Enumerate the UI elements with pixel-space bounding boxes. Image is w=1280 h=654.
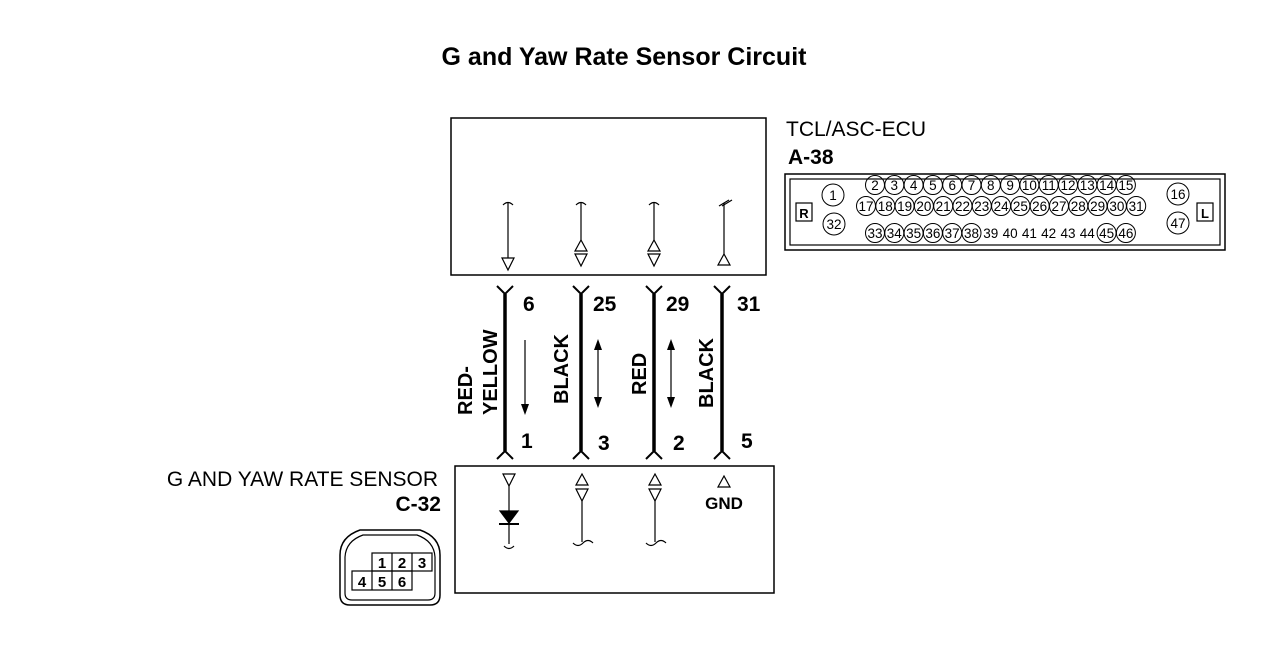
- ecu-connector-pin: 21: [936, 199, 951, 214]
- ecu-connector-pin: 11: [1042, 178, 1056, 193]
- ecu-connector-side-l: L: [1201, 206, 1209, 221]
- ecu-connector-pin: 20: [916, 199, 931, 214]
- ecu-connector-pin: 22: [955, 199, 970, 214]
- ecu-connector-pin: 1: [829, 188, 837, 203]
- connector-pin-ring: [1166, 182, 1190, 206]
- sensor-box: [454, 465, 775, 594]
- sensor-connector-pin: 6: [398, 574, 406, 591]
- sensor-terminal-2: [645, 472, 667, 547]
- sensor-connector-pin: 5: [378, 574, 386, 591]
- ecu-connector-pin: 6: [948, 178, 956, 193]
- ecu-connector-pin: 24: [994, 199, 1010, 214]
- ecu-connector-pin: 31: [1129, 199, 1144, 214]
- ecu-connector-pin: 8: [987, 178, 995, 193]
- ecu-connector-pin: 13: [1080, 178, 1095, 193]
- ecu-terminal-6: [501, 201, 515, 272]
- ecu-name: TCL/ASC-ECU: [786, 118, 926, 141]
- ecu-connector-pin: 44: [1080, 226, 1096, 241]
- ecu-connector-pin: 45: [1099, 226, 1114, 241]
- ecu-connector-pin: 17: [858, 199, 873, 214]
- ecu-terminal-29: [646, 201, 662, 268]
- connector-pin-ring: [1115, 175, 1136, 195]
- ecu-connector-side-r: R: [799, 206, 809, 221]
- ecu-connector-pin: 3: [891, 178, 899, 193]
- ecu-connector-pin: 38: [964, 226, 979, 241]
- sensor-terminal-5-gnd: [716, 474, 732, 488]
- sensor-terminal-3: [572, 472, 594, 547]
- ecu-connector-pin: 26: [1032, 199, 1047, 214]
- ecu-connector-pin: 47: [1170, 216, 1185, 231]
- ecu-connector-pin: 42: [1041, 226, 1056, 241]
- ecu-connector-pin: 39: [983, 226, 998, 241]
- ecu-connector-pin: 34: [887, 226, 903, 241]
- ecu-pin-label: 6: [523, 293, 535, 316]
- ecu-connector-pin: 29: [1090, 199, 1105, 214]
- ecu-connector-pin: 16: [1170, 187, 1185, 202]
- ecu-connector-pin: 37: [945, 226, 960, 241]
- connector-pin-ring: [822, 212, 846, 236]
- diagram-title: G and Yaw Rate Sensor Circuit: [442, 43, 808, 71]
- ecu-connector-pin: 4: [910, 178, 918, 193]
- ecu-connector-pin: 23: [974, 199, 989, 214]
- ecu-connector-pin: 10: [1022, 178, 1037, 193]
- ecu-box: [450, 117, 767, 276]
- wire-color-label: BLACK: [551, 333, 573, 404]
- ecu-connector-pin: 5: [929, 178, 937, 193]
- sensor-name: G AND YAW RATE SENSOR: [167, 468, 438, 491]
- ecu-terminal-25: [573, 201, 589, 268]
- connector-pin-ring: [961, 223, 982, 243]
- sensor-connector-pin: 1: [378, 555, 386, 572]
- connector-pin-ring: [1115, 223, 1136, 243]
- ecu-pin-label: 25: [593, 293, 617, 316]
- ecu-connector-pin: 9: [1006, 178, 1014, 193]
- ecu-connector-pin: 18: [878, 199, 893, 214]
- wire-ecu29-sensor2: [645, 285, 675, 460]
- ecu-connector-pin: 27: [1051, 199, 1066, 214]
- ecu-connector-pin: 33: [867, 226, 882, 241]
- ecu-connector-pin: 12: [1060, 178, 1075, 193]
- gnd-label: GND: [705, 494, 743, 513]
- ecu-connector-pin: 14: [1099, 178, 1115, 193]
- wire-color-label: RED-: [455, 366, 477, 415]
- sensor-connector-pin: 4: [358, 574, 367, 591]
- sensor-pin-label: 1: [521, 430, 533, 453]
- ecu-pin-label: 29: [666, 293, 689, 316]
- ecu-connector-pin: 15: [1118, 178, 1133, 193]
- sensor-connector-id: C-32: [395, 493, 441, 516]
- connector-pin-ring: [821, 183, 845, 207]
- connector-pin-ring: [1166, 211, 1190, 235]
- ecu-connector-pin: 41: [1022, 226, 1037, 241]
- ecu-connector-pin: 40: [1003, 226, 1018, 241]
- sensor-pin-label: 5: [741, 430, 753, 453]
- ecu-connector-pin: 36: [925, 226, 940, 241]
- sensor-connector-pin: 3: [418, 555, 426, 572]
- ecu-terminal-31: [716, 199, 733, 266]
- ecu-connector-pin: 19: [897, 199, 912, 214]
- sensor-terminal-1: [498, 473, 520, 550]
- ecu-connector-pin: 25: [1013, 199, 1028, 214]
- wire-ecu25-sensor3: [572, 285, 602, 460]
- ecu-pin-label: 31: [737, 293, 761, 316]
- ecu-connector-pin: 43: [1060, 226, 1075, 241]
- ecu-connector-pin: 35: [906, 226, 921, 241]
- ecu-connector-id: A-38: [788, 146, 834, 169]
- wire-color-label: YELLOW: [480, 329, 502, 415]
- ecu-connector-pin: 28: [1071, 199, 1086, 214]
- wire-color-label: BLACK: [696, 337, 718, 408]
- wire-ecu31-sensor5: [713, 285, 731, 460]
- ecu-connector-pin: 7: [968, 178, 976, 193]
- wire-color-label: RED: [629, 353, 651, 395]
- sensor-pin-label: 3: [598, 432, 610, 455]
- connector-pin-ring: [1126, 196, 1147, 216]
- ecu-connector-pin: 46: [1118, 226, 1133, 241]
- ecu-connector-pin: 32: [826, 217, 841, 232]
- ecu-connector-pin: 30: [1109, 199, 1124, 214]
- sensor-pin-label: 2: [673, 432, 685, 455]
- wire-ecu6-sensor1: [496, 285, 529, 460]
- sensor-connector-pin: 2: [398, 555, 406, 572]
- ecu-connector-pin: 2: [871, 178, 879, 193]
